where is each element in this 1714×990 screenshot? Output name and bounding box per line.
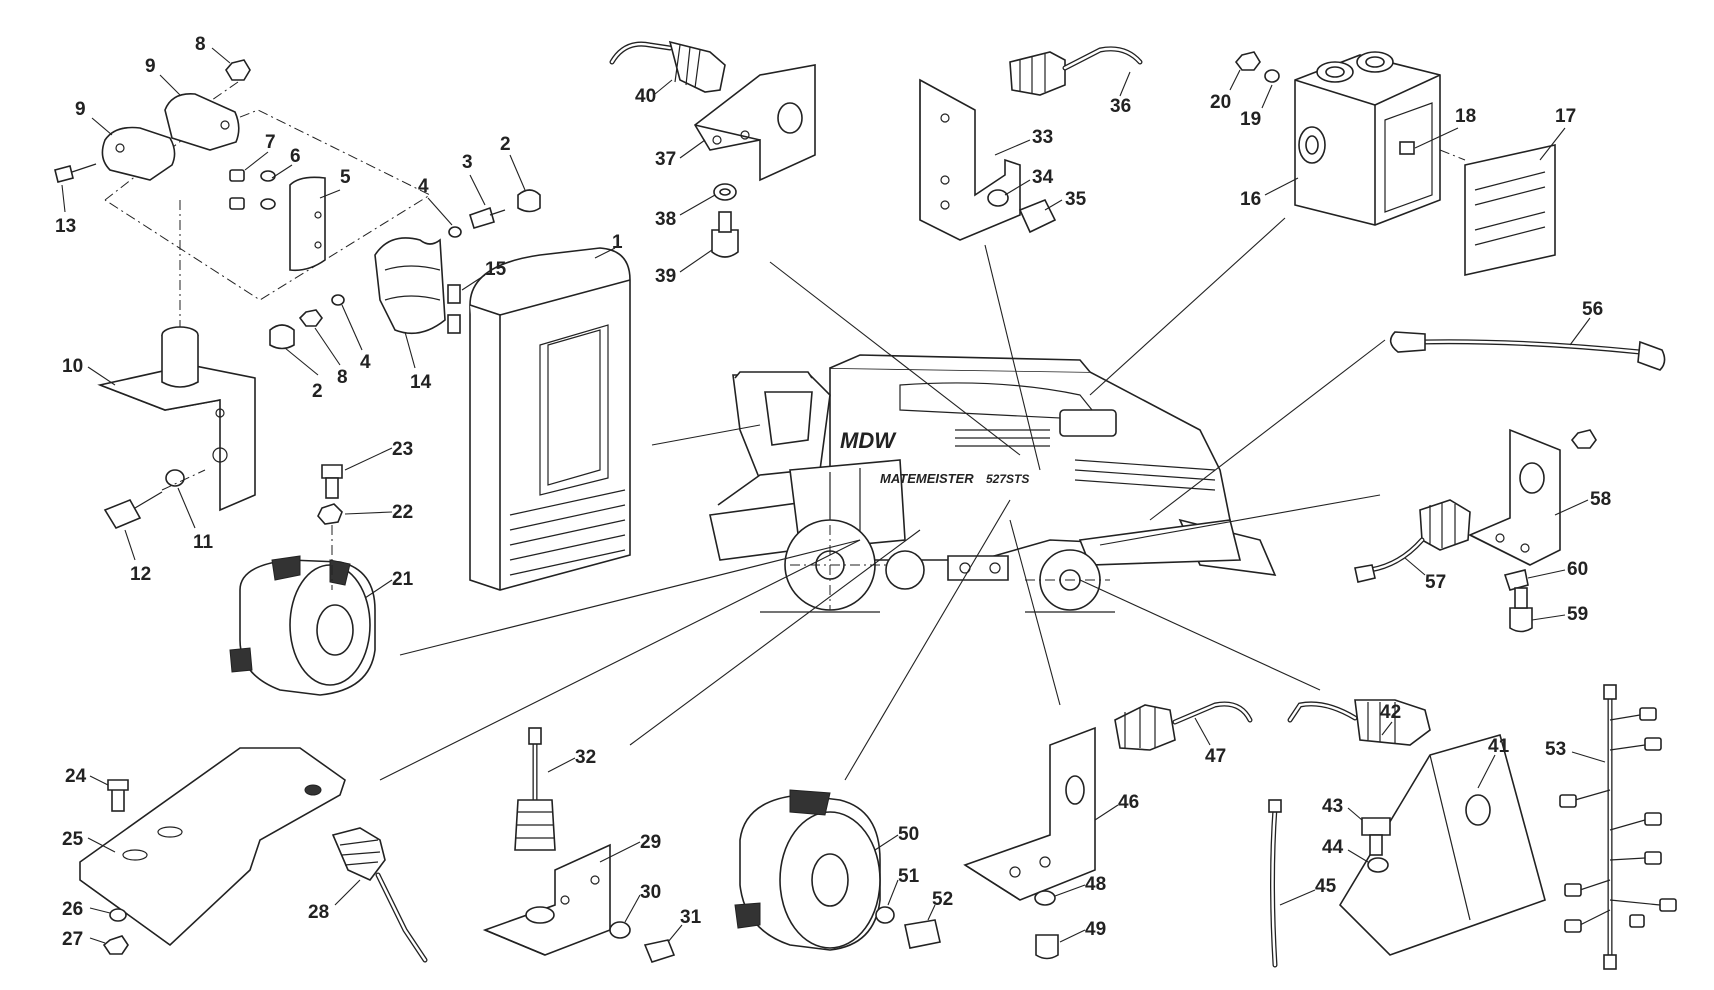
label-4b: 4 xyxy=(360,352,371,373)
label-27: 27 xyxy=(62,929,83,950)
label-20: 20 xyxy=(1210,92,1231,113)
model-number: 527STS xyxy=(986,472,1029,486)
sensor-bracket-37 xyxy=(609,40,816,258)
label-49: 49 xyxy=(1085,919,1106,940)
label-7: 7 xyxy=(265,132,276,153)
label-6: 6 xyxy=(290,146,301,167)
label-2b: 2 xyxy=(312,381,323,402)
label-30: 30 xyxy=(640,882,661,903)
label-45: 45 xyxy=(1315,876,1337,897)
wiring-harness-53 xyxy=(1559,684,1677,970)
junction-box xyxy=(1234,51,1556,276)
label-33: 33 xyxy=(1032,127,1053,148)
leader-lines xyxy=(379,217,1386,781)
label-42: 42 xyxy=(1380,702,1401,723)
label-10: 10 xyxy=(62,356,83,377)
label-40: 40 xyxy=(635,86,656,107)
label-4a: 4 xyxy=(418,176,429,197)
model-name: MATEMEISTER xyxy=(880,471,974,486)
label-21: 21 xyxy=(392,569,414,590)
cable-56 xyxy=(1389,331,1666,371)
label-57: 57 xyxy=(1425,572,1446,593)
label-22: 22 xyxy=(392,502,413,523)
label-44: 44 xyxy=(1322,837,1344,858)
label-46: 46 xyxy=(1118,792,1139,813)
part-labels: 1 2 2 3 4 4 5 6 7 8 8 9 9 10 11 12 13 14 xyxy=(55,34,1611,950)
label-59: 59 xyxy=(1567,604,1588,625)
label-25: 25 xyxy=(62,829,84,850)
label-26: 26 xyxy=(62,899,83,920)
label-14: 14 xyxy=(410,372,432,393)
label-3: 3 xyxy=(462,152,473,173)
label-48: 48 xyxy=(1085,874,1106,895)
label-16: 16 xyxy=(1240,189,1261,210)
sensor-bracket-41 xyxy=(1268,699,1546,968)
label-37: 37 xyxy=(655,149,676,170)
label-1: 1 xyxy=(612,232,623,253)
label-32: 32 xyxy=(575,747,596,768)
label-29: 29 xyxy=(640,832,661,853)
label-47: 47 xyxy=(1205,746,1226,767)
label-2a: 2 xyxy=(500,134,511,155)
label-18: 18 xyxy=(1455,106,1476,127)
label-60: 60 xyxy=(1567,559,1588,580)
label-53: 53 xyxy=(1545,739,1566,760)
label-8b: 8 xyxy=(337,367,348,388)
label-38: 38 xyxy=(655,209,676,230)
label-15: 15 xyxy=(485,259,507,280)
sensor-bracket-58 xyxy=(1354,428,1597,633)
label-41: 41 xyxy=(1488,736,1510,757)
label-52: 52 xyxy=(932,889,953,910)
label-58: 58 xyxy=(1590,489,1611,510)
label-50: 50 xyxy=(898,824,919,845)
label-28: 28 xyxy=(308,902,329,923)
label-5: 5 xyxy=(340,167,351,188)
brand-logo: MDW xyxy=(840,428,897,453)
sensor-bracket-29 xyxy=(482,727,676,963)
sensor-bracket-46 xyxy=(963,701,1253,960)
display-monitor xyxy=(469,247,631,591)
pickup-wheel-50 xyxy=(734,789,941,951)
label-43: 43 xyxy=(1322,796,1343,817)
label-19: 19 xyxy=(1240,109,1261,130)
label-17: 17 xyxy=(1555,106,1576,127)
mounting-plate-25 xyxy=(79,747,428,963)
label-35: 35 xyxy=(1065,189,1087,210)
label-24: 24 xyxy=(65,766,87,787)
mounting-clamp-assembly xyxy=(54,59,541,530)
label-36: 36 xyxy=(1110,96,1131,117)
label-23: 23 xyxy=(392,439,413,460)
label-34: 34 xyxy=(1032,167,1054,188)
combine-harvester: MDW MATEMEISTER 527STS xyxy=(709,354,1277,613)
pickup-wheel-21 xyxy=(229,464,376,696)
sensor-bracket-33 xyxy=(919,46,1143,241)
label-9b: 9 xyxy=(75,99,86,120)
label-56: 56 xyxy=(1582,299,1603,320)
label-13: 13 xyxy=(55,216,76,237)
label-39: 39 xyxy=(655,266,676,287)
label-8a: 8 xyxy=(195,34,206,55)
label-11: 11 xyxy=(193,532,214,553)
label-9a: 9 xyxy=(145,56,156,77)
label-51: 51 xyxy=(898,866,920,887)
label-12: 12 xyxy=(130,564,151,585)
label-31: 31 xyxy=(680,907,702,928)
